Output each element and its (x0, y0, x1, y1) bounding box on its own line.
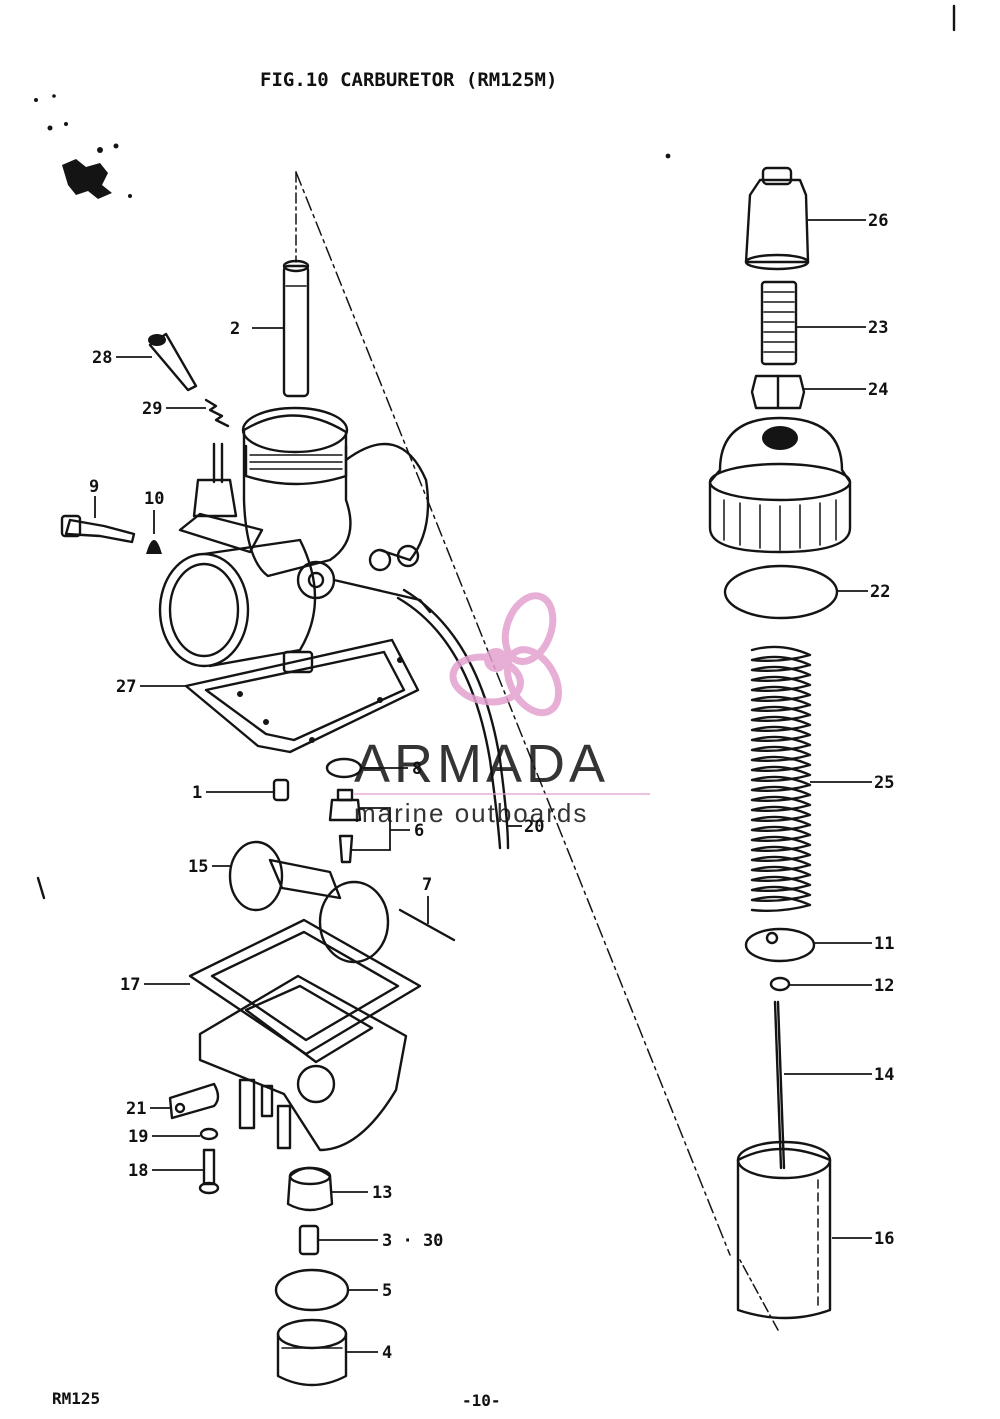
figure-title: FIG.10 CARBURETOR (RM125M) (260, 69, 557, 91)
callout-10: 10 (144, 489, 164, 509)
callout-18: 18 (128, 1161, 148, 1181)
part-7-float-pin (398, 908, 456, 942)
part-12-clip (769, 976, 791, 992)
callout-1: 1 (192, 783, 202, 803)
callout-7: 7 (422, 875, 432, 895)
part-6-needle-valve (328, 788, 362, 864)
callout-22: 22 (870, 582, 890, 602)
callout-23: 23 (868, 318, 888, 338)
callout-24: 24 (868, 380, 888, 400)
callout-6: 6 (414, 821, 424, 841)
watermark-logo: ARMADA marine outboards (354, 592, 650, 828)
part-10-rubber-cap (146, 540, 162, 554)
callout-12: 12 (874, 976, 894, 996)
callout-25: 25 (874, 773, 894, 793)
callout-27: 27 (116, 677, 136, 697)
part-3-30-main-jet (298, 1224, 320, 1256)
mixing-chamber-top (708, 416, 852, 554)
propeller-icon (449, 592, 563, 717)
callout-15: 15 (188, 857, 208, 877)
callout-29: 29 (142, 399, 162, 419)
callout-26: 26 (868, 211, 888, 231)
part-16-throttle-valve (736, 1140, 832, 1320)
callout-17: 17 (120, 975, 140, 995)
callout-4: 4 (382, 1343, 392, 1363)
part-20-overflow-tube (396, 596, 502, 850)
part-9-throttle-stop-screw (60, 514, 136, 544)
part-13-jet-holder (286, 1166, 334, 1212)
part-5-o-ring (274, 1268, 350, 1312)
callout-5: 5 (382, 1281, 392, 1301)
callout-3-30: 3 · 30 (382, 1231, 443, 1251)
part-25-throttle-spring (750, 645, 812, 913)
callout-14: 14 (874, 1065, 894, 1085)
part-17-float-chamber-gasket (188, 918, 422, 1056)
watermark-tagline: marine outboards (354, 798, 588, 828)
watermark-brand: ARMADA (354, 734, 609, 794)
callout-16: 16 (874, 1229, 894, 1249)
callout-2: 2 (230, 319, 240, 339)
part-4-plug (276, 1318, 348, 1387)
callout-19: 19 (128, 1127, 148, 1147)
callout-20: 20 (524, 817, 544, 837)
float-chamber (198, 974, 408, 1152)
part-18-screw (198, 1148, 220, 1195)
carburetor-body (158, 406, 432, 754)
part-26-rubber-cap (744, 166, 810, 271)
part-21-bracket (168, 1082, 220, 1120)
part-22-o-ring (723, 564, 839, 620)
footer-page-number: -10- (462, 1391, 501, 1410)
footer-model: RM125 (52, 1389, 100, 1408)
ink-speckles (34, 4, 956, 900)
part-11-spring-seat (744, 927, 816, 963)
part-29-screw-spring (204, 398, 230, 428)
callout-13: 13 (372, 1183, 392, 1203)
part-24-lock-nut (750, 374, 806, 410)
part-1-pilot-jet (272, 778, 290, 802)
part-14-jet-needle (773, 1000, 786, 1170)
part-19-washer (199, 1127, 219, 1141)
part-23-cable-adjuster (760, 280, 798, 366)
callout-21: 21 (126, 1099, 146, 1119)
callout-11: 11 (874, 934, 894, 954)
callout-28: 28 (92, 348, 112, 368)
callout-8: 8 (412, 759, 422, 779)
part-28-air-screw (148, 332, 198, 392)
part-8-o-ring (325, 757, 363, 779)
part-2-starter-tube (282, 259, 310, 398)
callout-9: 9 (89, 477, 99, 497)
callouts: 26 23 24 22 25 11 12 14 16 2 28 29 9 10 … (89, 211, 894, 1363)
